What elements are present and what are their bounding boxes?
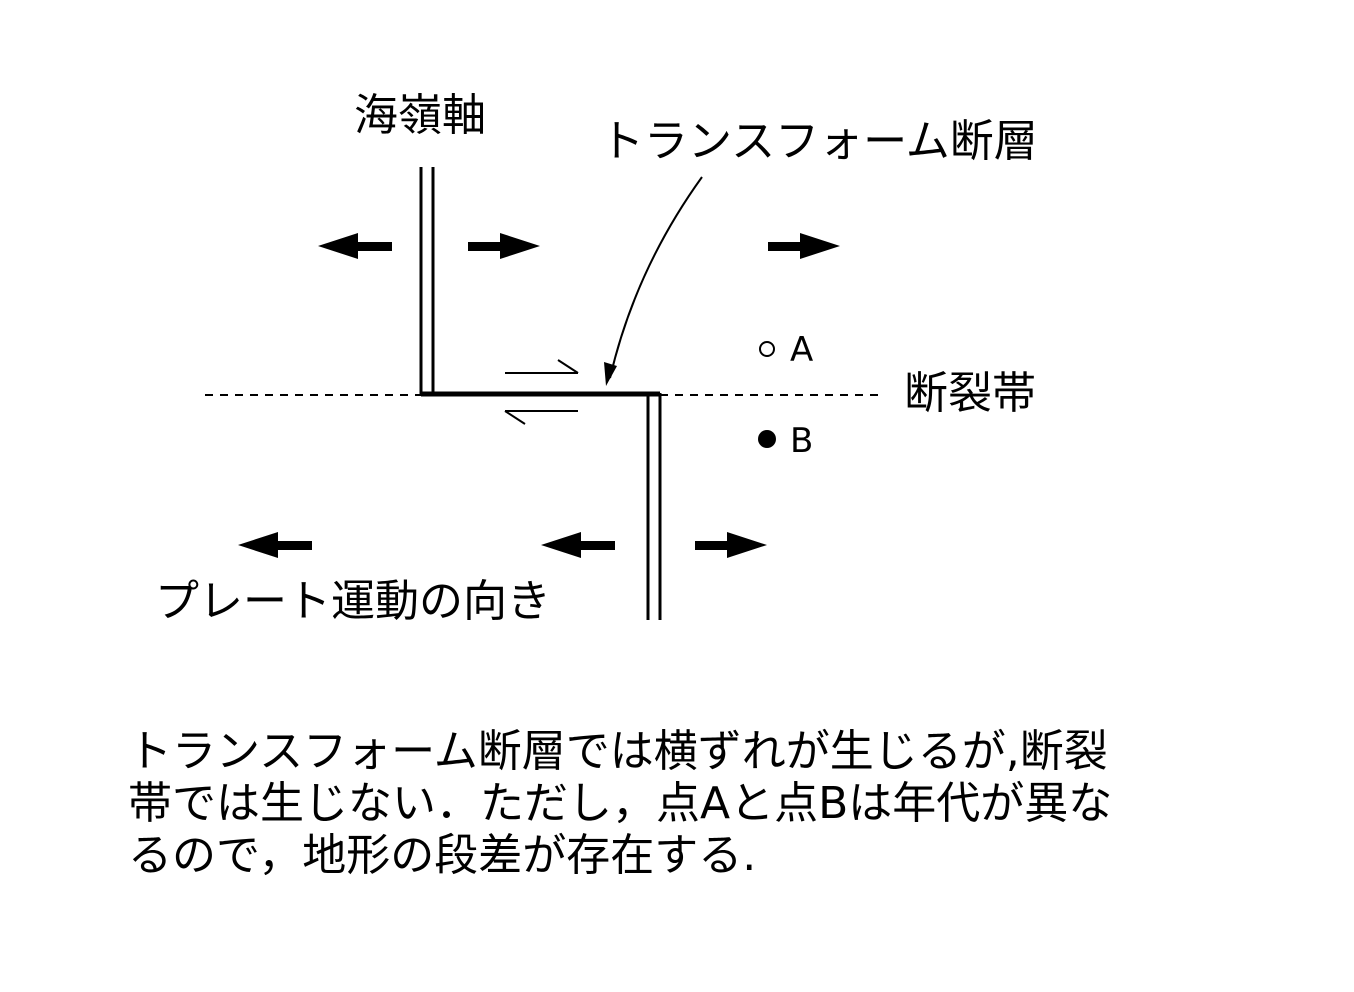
point-a-label: A bbox=[790, 330, 814, 370]
shear-arrow-bottom bbox=[504, 410, 578, 425]
plate-arrow-lower-right bbox=[695, 532, 767, 558]
shear-arrow-top bbox=[505, 359, 579, 374]
fracture-zone-label: 断裂帯 bbox=[904, 368, 1036, 419]
plate-arrow-upper-left bbox=[318, 233, 392, 259]
transform-fault-pointer bbox=[609, 176, 703, 379]
plate-arrow-upper-right bbox=[768, 233, 840, 259]
plate-motion-label: プレート運動の向き bbox=[155, 576, 551, 627]
caption-line: 帯では生じない．ただし，点Aと点Bは年代が異な bbox=[128, 778, 1113, 829]
ridge-axis-upper bbox=[419, 167, 435, 395]
caption: トランスフォーム断層では横ずれが生じるが,断裂 帯では生じない．ただし，点Aと点… bbox=[128, 726, 1188, 882]
plate-arrow-lower-left bbox=[238, 532, 312, 558]
point-b-marker bbox=[758, 430, 776, 448]
transform-fault-label: トランスフォーム断層 bbox=[600, 116, 1038, 167]
plate-arrow-upper-middle bbox=[468, 233, 540, 259]
ridge-axis-lower bbox=[646, 393, 662, 620]
point-b-label: B bbox=[790, 421, 814, 461]
point-a-marker bbox=[759, 341, 775, 357]
plate-arrow-lower-middle bbox=[541, 532, 615, 558]
caption-line: るので，地形の段差が存在する. bbox=[128, 830, 757, 881]
ridge-axis-label: 海嶺軸 bbox=[354, 90, 486, 141]
caption-line: トランスフォーム断層では横ずれが生じるが,断裂 bbox=[128, 726, 1108, 777]
pointer-arrowhead bbox=[604, 362, 617, 386]
